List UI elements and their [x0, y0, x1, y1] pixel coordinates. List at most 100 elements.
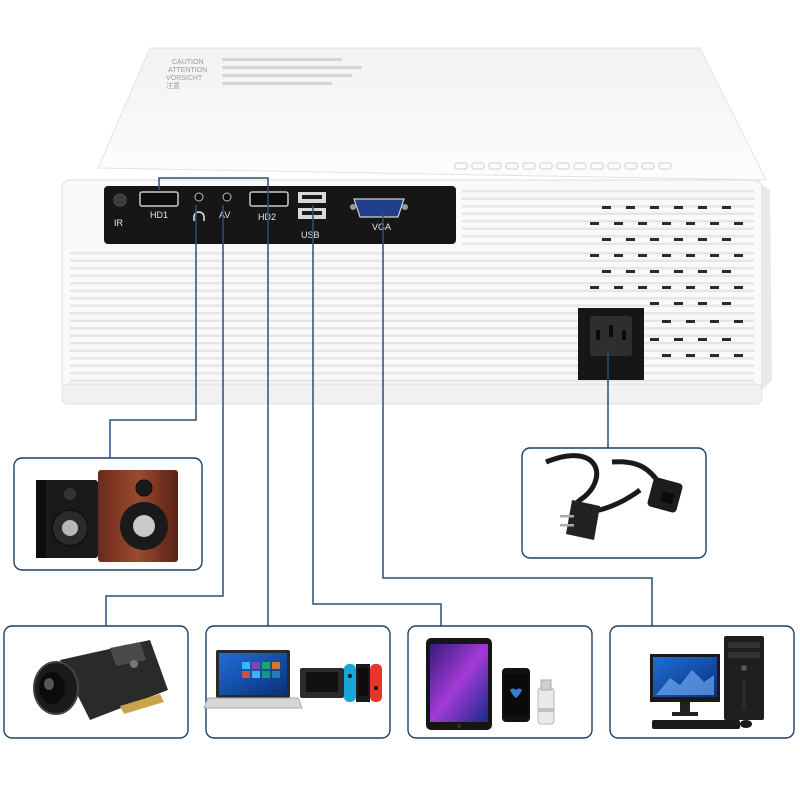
- grille-slat: [70, 342, 754, 345]
- vent-slot: [626, 238, 635, 241]
- hdmi-1-port-icon: [139, 191, 179, 207]
- hd2-label: HD2: [258, 212, 276, 222]
- grille-slat: [462, 190, 754, 193]
- vent-slot: [602, 270, 611, 273]
- grille-slat: [70, 252, 754, 255]
- vent-slot: [710, 222, 719, 225]
- hdmi-2-port-icon: [249, 191, 289, 207]
- vent-slot: [722, 206, 731, 209]
- camcorder-icon: [33, 640, 168, 720]
- vent-slot: [734, 354, 743, 357]
- vent-slot: [734, 222, 743, 225]
- vent-slot: [674, 338, 683, 341]
- grille-slat: [70, 297, 754, 300]
- vent-slot: [674, 270, 683, 273]
- ir-label: IR: [114, 218, 124, 228]
- game-console-icon: [300, 664, 382, 702]
- headphone-jack-port: [194, 192, 204, 202]
- caution-line-4: 注意: [166, 81, 180, 90]
- grille-slat: [70, 364, 754, 367]
- power-cable-icon: [545, 453, 683, 540]
- vent-slot: [686, 320, 695, 323]
- ir-sensor-icon: [113, 193, 127, 207]
- vent-slot: [722, 238, 731, 241]
- vent-slot: [614, 254, 623, 257]
- grille-slat: [70, 312, 754, 315]
- vent-slot: [698, 338, 707, 341]
- power-cable-box: [521, 447, 707, 559]
- caution-line-3: VORSICHT: [166, 75, 203, 82]
- vent-slot: [590, 254, 599, 257]
- vent-slot: [662, 222, 671, 225]
- computer-tower-icon: [724, 636, 764, 720]
- vent-slot: [638, 254, 647, 257]
- projector: CAUTION ATTENTION VORSICHT 注意: [61, 47, 772, 405]
- vent-slot: [710, 286, 719, 289]
- vent-slot: [722, 270, 731, 273]
- grille-slat: [462, 242, 754, 245]
- grille-slat: [462, 212, 754, 215]
- caution-line-2: ATTENTION: [168, 67, 207, 74]
- hd1-label: HD1: [150, 210, 168, 220]
- usb-drive-icon: [537, 679, 555, 725]
- vent-slot: [590, 222, 599, 225]
- vent-slot: [734, 286, 743, 289]
- vent-slot: [638, 286, 647, 289]
- tablet-icon: [426, 638, 492, 730]
- vent-slot: [686, 286, 695, 289]
- grille-slat: [70, 267, 754, 270]
- vent-slot: [614, 222, 623, 225]
- phone-icon: [502, 668, 530, 722]
- vent-slot: [662, 286, 671, 289]
- grille-slat: [70, 282, 754, 285]
- grille-slat: [70, 319, 754, 322]
- grille-slat: [462, 220, 754, 223]
- camcorder-box: [3, 625, 189, 739]
- vent-slot: [650, 206, 659, 209]
- speakers-icon: [36, 470, 178, 562]
- grille-slat: [70, 259, 754, 262]
- wire-av: [105, 205, 224, 626]
- grille-slat: [70, 289, 754, 292]
- vent-slot: [626, 206, 635, 209]
- projector-top: [97, 47, 767, 181]
- vent-slot: [614, 286, 623, 289]
- grille-slat: [70, 334, 754, 337]
- vent-slot: [722, 302, 731, 305]
- vent-slot: [638, 222, 647, 225]
- vent-slot: [734, 254, 743, 257]
- grille-slat: [462, 197, 754, 200]
- vent-slot: [698, 270, 707, 273]
- vga-label: VGA: [372, 222, 391, 232]
- port-panel: IR HD1 AV HD2 USB VGA: [104, 186, 456, 244]
- vent-slot: [590, 286, 599, 289]
- grille-slat: [70, 357, 754, 360]
- vent-slot: [650, 302, 659, 305]
- wire-usb: [312, 205, 442, 626]
- vent-slot: [674, 238, 683, 241]
- desktop-box: [609, 625, 795, 739]
- vent-slot: [674, 206, 683, 209]
- vent-slot: [686, 222, 695, 225]
- vent-slot: [650, 270, 659, 273]
- vent-slot: [698, 206, 707, 209]
- vent-slot: [602, 206, 611, 209]
- vent-slot: [722, 338, 731, 341]
- laptop-icon: [203, 650, 303, 709]
- grille-slat: [70, 372, 754, 375]
- grille-slat: [70, 379, 754, 382]
- av-port: [222, 192, 232, 202]
- vent-slot: [686, 254, 695, 257]
- vent-slot: [662, 320, 671, 323]
- vent-slot: [710, 320, 719, 323]
- vent-slot: [662, 354, 671, 357]
- vent-slot: [674, 302, 683, 305]
- vent-slot: [710, 254, 719, 257]
- grille: [70, 190, 754, 382]
- vent-slot: [662, 254, 671, 257]
- vent-slot: [698, 238, 707, 241]
- caution-label: CAUTION ATTENTION VORSICHT 注意: [166, 58, 362, 90]
- grille-slat: [70, 349, 754, 352]
- vent-slot: [626, 270, 635, 273]
- speakers-box: [13, 457, 203, 571]
